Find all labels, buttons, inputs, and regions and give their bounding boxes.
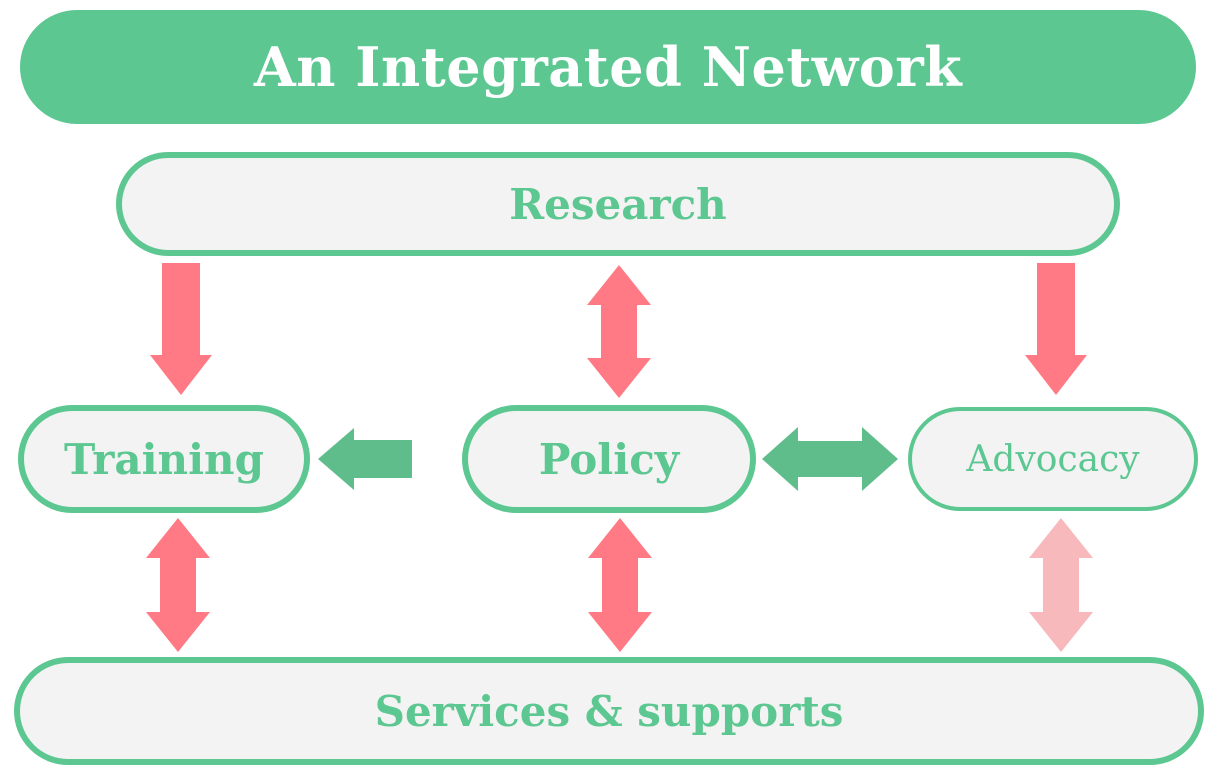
arrow-research-to-training <box>150 263 212 395</box>
advocacy-label: Advocacy <box>966 438 1140 480</box>
arrow-policy-advocacy <box>762 427 898 491</box>
policy-label: Policy <box>538 434 680 484</box>
arrow-training-services <box>146 518 210 652</box>
research-label: Research <box>509 179 727 229</box>
diagram-title: An Integrated Network <box>253 35 963 99</box>
arrow-advocacy-services <box>1029 518 1093 652</box>
title-banner: An Integrated Network <box>20 10 1196 124</box>
training-label: Training <box>64 434 264 484</box>
training-node: Training <box>18 405 310 513</box>
advocacy-node: Advocacy <box>908 407 1198 511</box>
arrow-research-policy <box>587 265 651 398</box>
arrow-policy-to-training <box>318 428 412 490</box>
services-label: Services & supports <box>374 686 844 736</box>
arrow-research-to-advocacy <box>1025 263 1087 395</box>
research-node: Research <box>116 152 1120 256</box>
policy-node: Policy <box>462 405 756 513</box>
services-node: Services & supports <box>14 657 1204 765</box>
arrow-policy-services <box>588 518 652 652</box>
